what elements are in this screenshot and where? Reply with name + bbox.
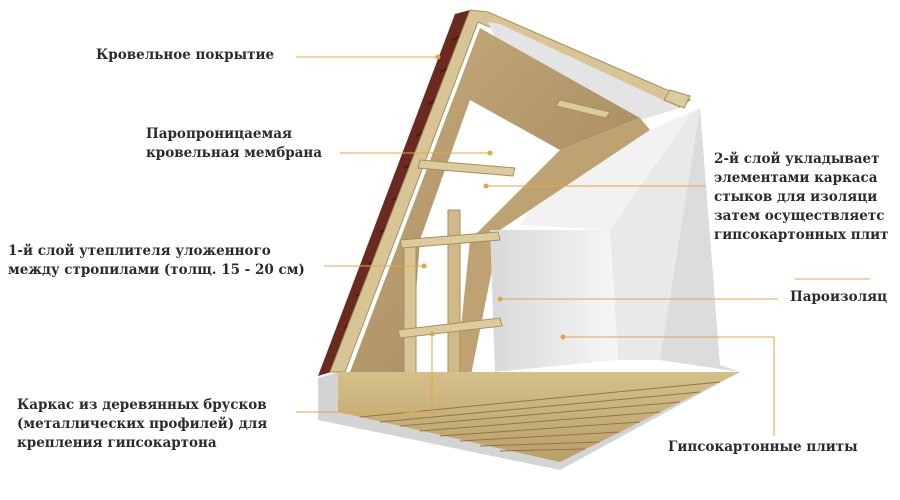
batten-3 [417,159,516,177]
insulation-layer-1 [350,28,640,372]
batten-2 [397,317,503,339]
drywall-slope [520,108,700,230]
drywall-gable [610,108,700,360]
floor-board-lines [359,381,721,452]
label-drywall: Гипсокартонные плиты [668,438,858,457]
label-roofing: Кровельное покрытие [96,46,274,65]
leader-lines [296,56,870,436]
label-frame-line3: крепления гипсокартона [17,435,217,451]
label-layer1-line1: 1-й слой утеплителя уложенного [8,243,271,259]
leader-dots [421,54,566,340]
batten-4 [555,99,611,119]
drywall-wall [490,230,618,372]
stud-1 [403,239,417,391]
label-layer2: 2-й слой укладывает элементами каркаса с… [714,150,900,245]
right-wall [660,108,740,372]
label-layer2-line3: стыков для изоляци [714,189,878,205]
label-layer1: 1-й слой утеплителя уложенного между стр… [8,242,305,280]
label-layer2-line4: затем осуществляетс [714,208,885,224]
label-frame: Каркас из деревянных брусков (металличес… [17,396,267,453]
label-membrane: Паропроницаемая кровельная мембрана [146,125,322,163]
roof-membrane [488,22,680,120]
label-frame-line2: (металлических профилей) для [17,416,268,432]
label-roofing-text: Кровельное покрытие [96,47,275,63]
floor-boards [338,372,740,462]
label-frame-line1: Каркас из деревянных брусков [17,397,267,413]
batten-1 [399,231,501,249]
label-layer2-line1: 2-й слой укладывает [714,151,880,167]
ridge-beam [663,89,691,109]
label-membrane-line1: Паропроницаемая [146,126,292,142]
label-drywall-text: Гипсокартонные плиты [668,439,858,455]
label-membrane-line2: кровельная мембрана [146,145,323,161]
label-layer2-line5: гипсокартонных плит [714,227,889,243]
label-vapor: Пароизоляц [790,288,900,307]
label-layer1-line2: между стропилами (толщ. 15 - 20 см) [8,262,305,278]
label-layer2-line2: элементами каркаса [714,170,878,186]
label-vapor-text: Пароизоляц [790,289,888,305]
